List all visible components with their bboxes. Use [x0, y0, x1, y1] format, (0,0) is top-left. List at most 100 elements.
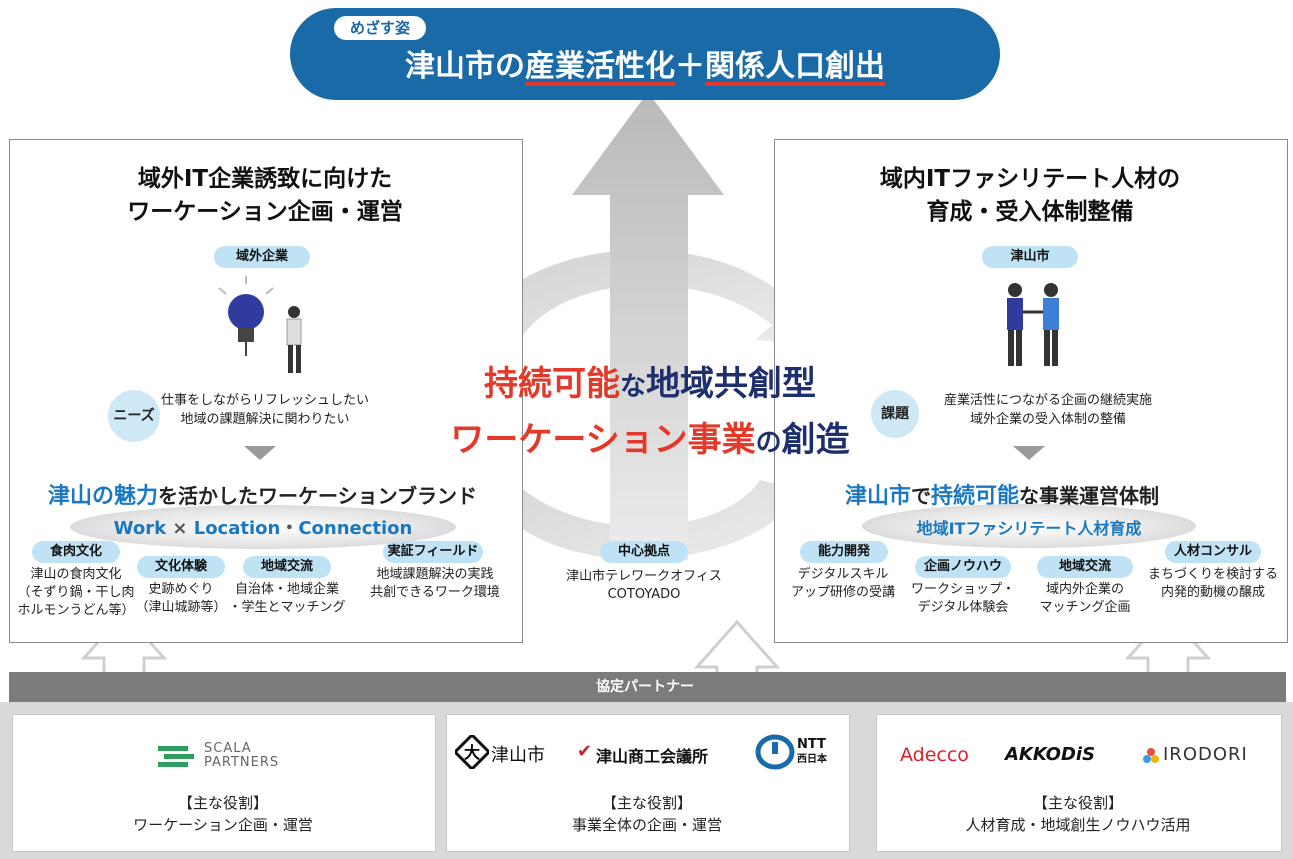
akkodis-logo: AKKODiS [1005, 744, 1096, 765]
item-label-consult: 人材コンサル [1165, 541, 1261, 563]
down-triangle-icon [1013, 446, 1045, 460]
right-brand-rest: で [911, 484, 932, 508]
goal-title-part: 津山市の [405, 49, 525, 84]
needs-badge: ニーズ [108, 390, 160, 442]
item-label-exchange: 地域交流 [1037, 556, 1133, 578]
goal-tag: めざす姿 [334, 16, 426, 40]
cycle-arrow-top [470, 249, 815, 345]
issue-badge: 課題 [871, 390, 919, 438]
role-right: 人材育成・地域創生ノウハウ活用 [965, 816, 1191, 834]
center-navy-text: な [619, 372, 646, 402]
right-panel-title-1: 域内ITファシリテート人材の [879, 166, 1181, 192]
it-facilitator-training: 地域ITファシリテート人材育成 [916, 519, 1142, 538]
item-text: （津山城跡等） [135, 600, 227, 615]
center-navy-text: 地域共創型 [646, 364, 816, 404]
partner-box-left [12, 714, 436, 852]
right-panel-title-2: 育成・受入体制整備 [926, 199, 1134, 225]
ellipse-times: × [172, 518, 188, 539]
hub-text-1: 津山市テレワークオフィス [566, 569, 722, 584]
item-label-exchange: 地域交流 [243, 556, 331, 578]
needs-text-1: 仕事をしながらリフレッシュしたい [160, 393, 369, 408]
role-center: 事業全体の企画・運営 [571, 816, 722, 834]
adecco-logo: Adecco [900, 744, 969, 766]
center-red-text: 持続可能 [483, 364, 620, 404]
svg-text:大: 大 [464, 743, 480, 762]
center-navy-text: の [755, 428, 782, 458]
work-location-connection: Work × Location・Connection [70, 514, 456, 540]
item-text: デジタル体験会 [917, 600, 1009, 615]
goal-title-plus: ＋ [675, 49, 705, 84]
item-text: デジタルスキル [797, 567, 889, 582]
item-label-knowhow: 企画ノウハウ [915, 556, 1011, 578]
hub-text-2: COTOYADO [607, 587, 681, 602]
up-arrow [572, 92, 724, 560]
role-heading: 【主な役割】 [601, 794, 692, 812]
center-heading-line-2: ワーケーション事業の創造 [430, 412, 870, 461]
item-text: まちづくりを検討する [1147, 567, 1278, 582]
center-navy-text: 創造 [781, 420, 850, 460]
left-brand-rest: を活かしたワーケーションブランド [158, 484, 478, 508]
left-brand-highlight: 津山の魅力 [48, 484, 159, 509]
role-left: ワーケーション企画・運営 [133, 816, 313, 834]
item-text: 史跡めぐり [148, 582, 214, 597]
irodori-logo-icon [1143, 748, 1159, 763]
scala-logo-line: SCALA [204, 741, 252, 756]
issue-text-2: 域外企業の受入体制の整備 [969, 412, 1126, 427]
cycle-arrow-bottom [462, 455, 800, 560]
needs-text-2: 地域の課題解決に関わりたい [180, 412, 350, 427]
left-panel-title-1: 域外IT企業誘致に向けた [137, 166, 393, 192]
partner-bar [9, 672, 1286, 702]
ellipse-word: Location [193, 518, 281, 539]
item-label-meat: 食肉文化 [32, 541, 120, 563]
item-text: 共創できるワーク環境 [370, 585, 500, 600]
lightbulb-person-icon [218, 276, 302, 373]
left-panel-title-2: ワーケーション企画・運営 [127, 199, 403, 225]
role-heading: 【主な役割】 [1032, 794, 1123, 812]
ntt-logo-icon [755, 734, 795, 770]
down-triangle-icon [244, 446, 276, 460]
item-text: マッチング企画 [1039, 600, 1131, 615]
center-red-text: ワーケーション事業 [450, 420, 756, 460]
ntt-logo-text: NTT 西日本 [797, 737, 827, 767]
item-text: 内発的動機の醸成 [1160, 585, 1265, 600]
role-heading: 【主な役割】 [177, 794, 268, 812]
item-label-field: 実証フィールド [383, 541, 483, 563]
scala-logo-text: SCALA PARTNERS [204, 742, 279, 770]
partner-bar-label: 協定パートナー [596, 679, 694, 695]
tsuyama-city-emblem-icon: 大 [455, 735, 489, 769]
item-text: ホルモンうどん等） [17, 603, 135, 618]
partner-box-right [876, 714, 1282, 852]
item-label-culture: 文化体験 [137, 556, 225, 578]
scala-logo-icon [158, 746, 194, 767]
right-ellipse [862, 504, 1196, 548]
item-text: 域内外企業の [1045, 582, 1124, 597]
handshake-people-icon [1007, 283, 1059, 366]
right-brand-highlight: 津山市 [845, 484, 912, 509]
ntt-logo-line: 西日本 [797, 754, 827, 765]
tsuyama-city-logo: 津山市 [491, 745, 545, 766]
item-text: 地域課題解決の実践 [376, 567, 494, 582]
scala-logo-line: PARTNERS [204, 755, 280, 770]
item-text: ワークショップ・ [910, 582, 1015, 597]
ellipse-word: Work [113, 518, 167, 539]
item-text: アップ研修の受講 [790, 585, 895, 600]
goal-title-underlined: 関係人口創出 [705, 49, 885, 84]
ellipse-word: Connection [298, 518, 413, 539]
goal-title-underlined: 産業活性化 [525, 49, 675, 84]
irodori-logo: IRODORI [1163, 744, 1248, 765]
ellipse-dot: ・ [280, 518, 299, 539]
item-text: 自治体・地域企業 [234, 582, 339, 597]
center-heading-line-1: 持続可能な地域共創型 [440, 356, 860, 405]
chamber-logo: 津山商工会議所 [596, 747, 709, 766]
goal-title: 津山市の産業活性化＋関係人口創出 [290, 40, 1000, 94]
item-text: ・学生とマッチング [228, 600, 346, 615]
item-label-skill: 能力開発 [800, 541, 888, 563]
ntt-logo-line: NTT [797, 737, 826, 752]
chamber-logo-mark: ✔ [577, 741, 593, 762]
left-brand-heading: 津山の魅力を活かしたワーケーションブランド [48, 478, 477, 510]
outside-company-tag: 域外企業 [214, 246, 310, 268]
item-text: 津山の食肉文化 [30, 567, 122, 582]
issue-text-1: 産業活性につながる企画の継続実施 [943, 393, 1152, 408]
hub-label: 中心拠点 [600, 541, 688, 563]
item-text: （そずり鍋・干し肉 [17, 585, 135, 600]
